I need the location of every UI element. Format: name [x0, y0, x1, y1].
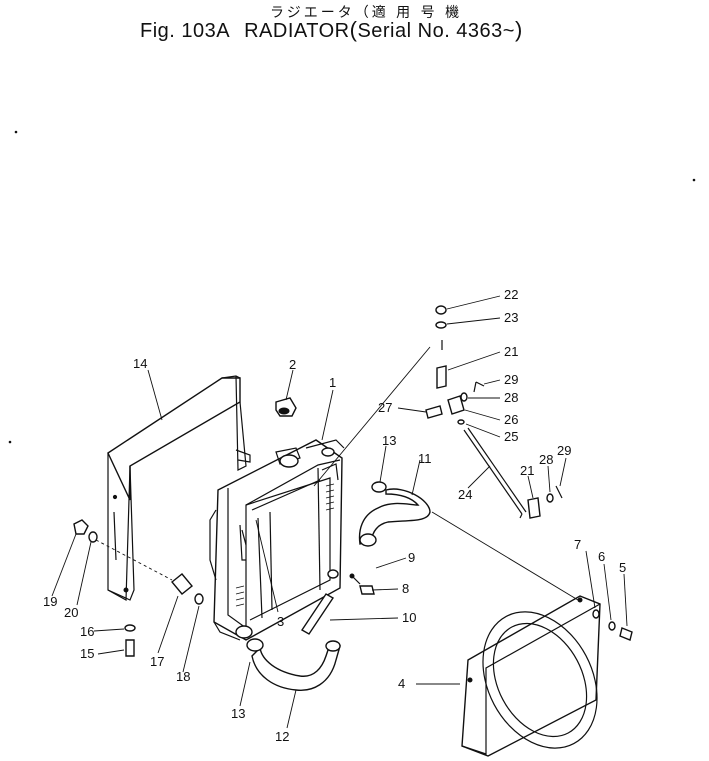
callout-11: 11: [418, 451, 432, 466]
callout-8: 8: [402, 581, 409, 596]
callout-20: 20: [64, 605, 78, 620]
print-specks: [8, 130, 696, 444]
mounting-bolt-nut-19-20: [73, 519, 98, 543]
callout-25: 25: [504, 429, 518, 444]
callout-28-lower: 28: [539, 452, 553, 467]
callout-3: 3: [277, 614, 284, 629]
callout-1: 1: [329, 375, 336, 390]
callout-29-lower: 29: [557, 443, 571, 458]
callout-13-lower: 13: [231, 706, 245, 721]
callout-24: 24: [458, 487, 472, 502]
callout-12: 12: [275, 729, 289, 744]
callout-28-upper: 28: [504, 390, 518, 405]
leader-lines: [51, 295, 628, 729]
callout-18: 18: [176, 669, 190, 684]
callout-9: 9: [408, 550, 415, 565]
lower-hose: [251, 640, 341, 691]
part-name: RADIATOR: [244, 20, 350, 42]
hose-clamp-lower: [246, 638, 264, 652]
callout-15: 15: [80, 646, 94, 661]
serial-range: Serial No. 4363~: [357, 20, 515, 42]
callout-16: 16: [80, 624, 94, 639]
callout-21-upper: 21: [504, 344, 518, 359]
fan-shroud: [461, 595, 601, 757]
callout-6: 6: [598, 549, 605, 564]
callout-22: 22: [504, 287, 518, 302]
drain-pipe: [301, 593, 334, 635]
callout-7: 7: [574, 537, 581, 552]
shroud-bolt-5-6-7: [592, 609, 633, 641]
bolt-washer-15-16: [124, 624, 136, 657]
bracket-assembly: [425, 305, 563, 519]
radiator-guard-frame: [107, 375, 251, 602]
callout-2: 2: [289, 357, 296, 372]
figure-title: ラジエータ（適 用 号 機 Fig. 103A RADIATOR(Serial N…: [0, 0, 709, 48]
callout-10: 10: [402, 610, 416, 625]
callout-17: 17: [150, 654, 164, 669]
callout-4: 4: [398, 676, 405, 691]
title-paren-open: (: [349, 17, 358, 42]
title-english: Fig. 103A RADIATOR(Serial No. 4363~): [140, 17, 523, 43]
drain-cock: [349, 573, 375, 595]
callout-13-upper: 13: [382, 433, 396, 448]
callout-27: 27: [378, 400, 392, 415]
radiator-cap: [275, 397, 297, 417]
callout-21-lower: 21: [520, 463, 534, 478]
title-paren-close: ): [514, 17, 523, 42]
mount-17-18: [95, 539, 204, 605]
callout-26: 26: [504, 412, 518, 427]
radiator-core: [209, 439, 345, 641]
callout-14: 14: [133, 356, 147, 371]
title-japanese: ラジエータ（適 用 号 機: [270, 5, 463, 21]
hose-clamp-upper: [371, 481, 387, 493]
callout-5: 5: [619, 560, 626, 575]
callout-19: 19: [43, 594, 57, 609]
upper-hose: [358, 488, 431, 547]
callout-29-upper: 29: [504, 372, 518, 387]
callout-labels: 1 2 3 4 5 6 7 8 9 10 11 12 13 13 14 15 1…: [43, 287, 626, 744]
callout-23: 23: [504, 310, 518, 325]
figure-label: Fig. 103A: [140, 20, 231, 42]
